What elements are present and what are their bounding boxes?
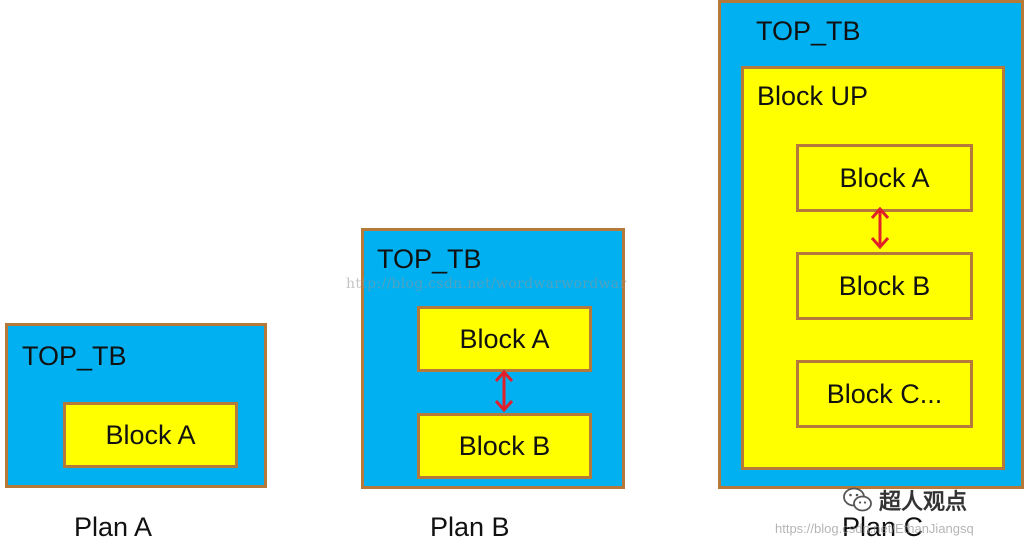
plan-c-top-tb-label: TOP_TB: [756, 16, 861, 46]
wechat-badge: 超人观点: [843, 484, 967, 516]
plan-a-block-a: Block A: [63, 402, 238, 468]
plan-a-top-tb: TOP_TB Block A: [5, 323, 267, 488]
plan-c-block-up-label: Block UP: [757, 81, 869, 111]
plan-c-top-tb: TOP_TB Block UP Block A Block B Block C.…: [718, 0, 1024, 489]
plan-c-label: Plan C: [842, 512, 924, 542]
blog-watermark: http://blog.csdn.net/wordwarwordwar: [346, 276, 627, 292]
wechat-account-name: 超人观点: [879, 489, 968, 514]
plan-c-block-c: Block C...: [796, 360, 973, 428]
plan-b-block-b: Block B: [417, 413, 592, 479]
plan-a-top-tb-label: TOP_TB: [22, 341, 127, 371]
plan-b-double-arrow-icon: [494, 369, 514, 413]
plan-b-top-tb-label: TOP_TB: [377, 244, 482, 274]
wechat-icon: [843, 487, 872, 512]
plan-b-block-a: Block A: [417, 306, 592, 372]
plan-b-label: Plan B: [430, 512, 510, 542]
url-watermark: https://blog.csdn.net/EthanJiangsq: [775, 521, 974, 536]
plan-c-block-b: Block B: [796, 252, 973, 320]
plan-c-block-up: Block UP Block A Block B Block C...: [741, 66, 1005, 470]
plan-c-block-a: Block A: [796, 144, 973, 212]
plan-b-top-tb: TOP_TB Block A Block B: [361, 228, 625, 489]
plan-a-label: Plan A: [74, 512, 153, 542]
plan-c-double-arrow-icon: [870, 206, 890, 250]
